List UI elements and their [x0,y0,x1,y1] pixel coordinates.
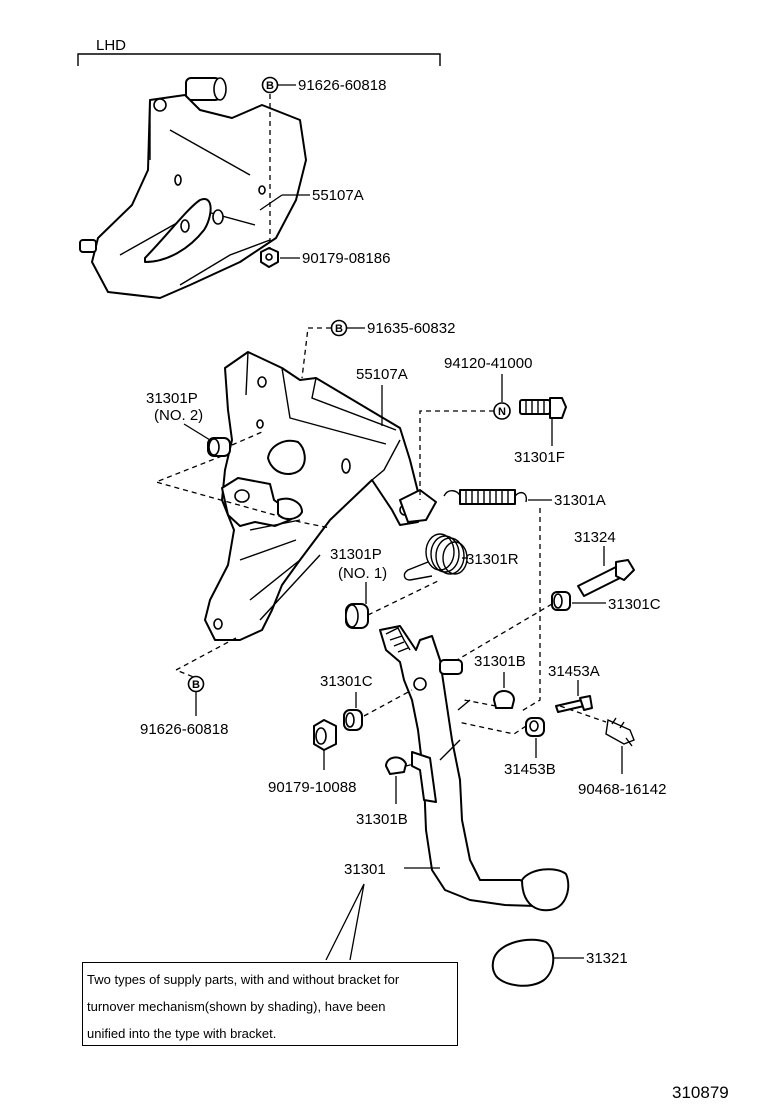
label-bushing-no1-code: 31301P [330,546,382,563]
label-spring-a: 31301A [554,492,606,509]
label-collar-c-left: 31301C [320,673,373,690]
label-cushion-b-low: 31301B [356,811,408,828]
note-line-1: Two types of supply parts, with and with… [87,972,400,987]
stopper-b-drawing [525,717,545,737]
label-bushing-no2-code: 31301P [146,390,198,407]
svg-text:B: B [335,323,343,335]
nut-n-symbol: N [493,402,511,420]
label-bolt-31324: 31324 [574,529,616,546]
label-bolt-f: 31301F [514,449,565,466]
bolt-f-drawing [519,397,567,419]
label-bracket-top: 55107A [312,187,364,204]
lhd-label: LHD [96,37,126,54]
dash-bushing-no1 [367,579,441,616]
label-pedal: 31301 [344,861,386,878]
dash-collar-right [439,603,553,671]
svg-text:N: N [498,406,506,418]
bolt-b-mid-symbol: B [330,319,348,337]
dash-bushing-no2 [231,431,263,446]
bushing-no1-drawing [345,603,369,629]
note-line-2: turnover mechanism(shown by shading), ha… [87,999,386,1014]
label-clip: 90468-16142 [578,781,666,798]
leader-bushing-no2 [183,423,211,441]
dash-collar-left [363,689,413,717]
label-bushing-no2-sub: (NO. 2) [154,407,203,424]
label-stopper-a: 31453A [548,663,600,680]
clip-drawing [605,717,635,747]
label-spring-r: 31301R [466,551,519,568]
nut-bottom-drawing [313,719,337,751]
bolt-b-bottom-symbol: B [187,675,205,693]
dash-stopper-b [457,721,527,735]
collar-c-right-drawing [551,591,571,611]
label-collar-c-right: 31301C [608,596,661,613]
nut-top-drawing [260,247,279,268]
dash-nut-n [419,410,494,500]
label-bracket-mid: 55107A [356,366,408,383]
leader-bracket-top [259,194,283,211]
dash-cushion-b-mid [463,699,497,707]
dash-bolt-bottom-left [174,637,237,679]
lhd-section-header: LHD [77,37,441,66]
label-nut-bottom: 90179-10088 [268,779,356,796]
label-cushion-b-mid: 31301B [474,653,526,670]
spring-r-drawing [403,533,468,581]
bracket-top-drawing [79,77,307,299]
diagram-number: 310879 [672,1083,729,1102]
spring-a-drawing [443,489,528,505]
pedal-arm-drawing [379,625,570,912]
leader-note [325,883,365,961]
label-nut-top: 90179-08186 [302,250,390,267]
collar-c-left-drawing [343,709,363,731]
label-nut-n: 94120-41000 [444,355,532,372]
dash-spring-a [519,508,541,713]
label-bolt-mid: 91635-60832 [367,320,455,337]
pedal-pad-drawing [491,938,555,987]
dash-clip [559,705,607,723]
dash-bolt-mid [301,327,331,379]
stopper-a-drawing [555,695,593,713]
label-bolt-bottom-left: 91626-60818 [140,721,228,738]
cushion-b-mid-drawing [493,690,515,709]
cushion-b-low-drawing [385,756,407,775]
label-stopper-b: 31453B [504,761,556,778]
svg-text:B: B [266,80,274,92]
label-bushing-no1-sub: (NO. 1) [338,565,387,582]
note-box: Two types of supply parts, with and with… [82,962,458,1046]
bracket-main-drawing [204,351,437,641]
dash-axis-left [153,455,331,529]
bolt-b-top-symbol: B [261,76,279,94]
bolt-31324-drawing [577,559,635,597]
note-line-3: unified into the type with bracket. [87,1026,277,1041]
dash-cushion-b-low [405,763,415,767]
label-bolt-top: 91626-60818 [298,77,386,94]
label-pad: 31321 [586,950,628,967]
bushing-no2-drawing [207,437,231,457]
svg-text:B: B [192,679,200,691]
